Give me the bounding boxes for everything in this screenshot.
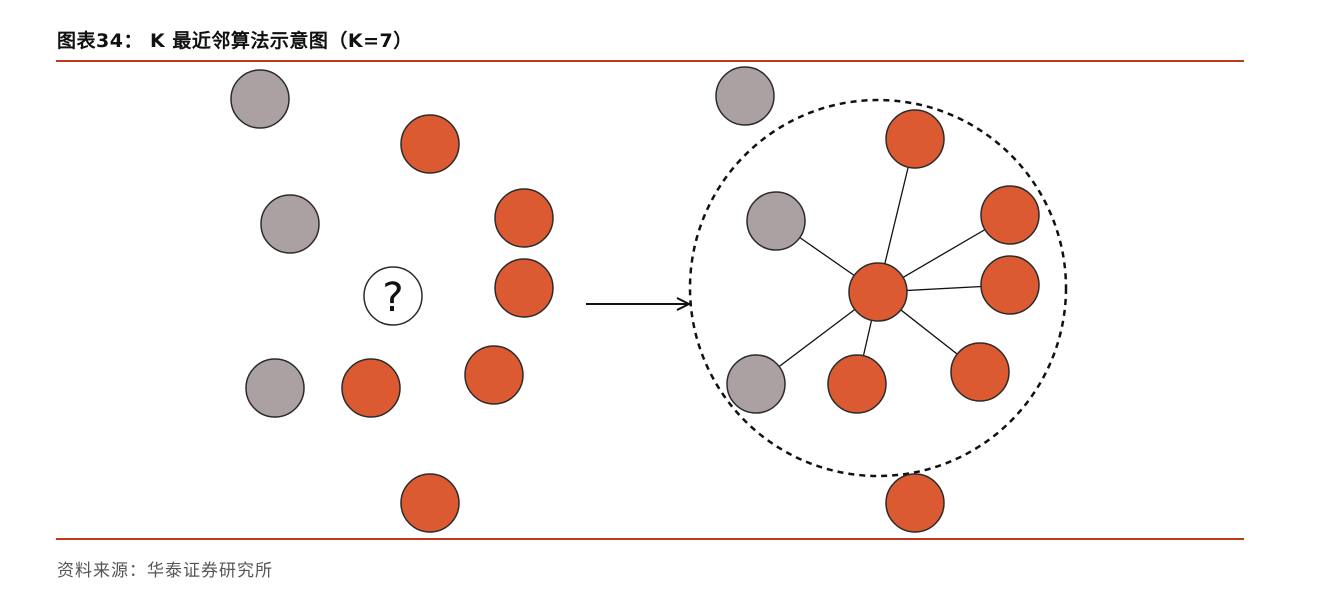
- query-mark: ?: [382, 275, 403, 321]
- orange-point: [980, 185, 1040, 245]
- orange-point: [885, 473, 945, 533]
- orange-point: [341, 358, 401, 418]
- gray-point: [715, 66, 775, 126]
- gray-point: [245, 358, 305, 418]
- right-panel: [688, 66, 1068, 533]
- top-rule: [56, 60, 1244, 62]
- bottom-rule: [56, 538, 1244, 540]
- orange-point: [980, 255, 1040, 315]
- orange-point: [827, 354, 887, 414]
- orange-point: [950, 342, 1010, 402]
- gray-point: [260, 194, 320, 254]
- gray-point: [726, 354, 786, 414]
- orange-point: [494, 188, 554, 248]
- figure-title: 图表34： K 最近邻算法示意图（K=7）: [57, 30, 413, 52]
- orange-point: [494, 258, 554, 318]
- gray-point: [746, 191, 806, 251]
- orange-point: [885, 109, 945, 169]
- left-panel: ?: [230, 69, 554, 533]
- neighborhood-circle: [688, 98, 1068, 478]
- query-point: [363, 266, 423, 326]
- center-point: [848, 262, 908, 322]
- source-note: 资料来源：华泰证券研究所: [57, 561, 273, 581]
- orange-point: [464, 345, 524, 405]
- orange-point: [400, 473, 460, 533]
- gray-point: [230, 69, 290, 129]
- orange-point: [400, 114, 460, 174]
